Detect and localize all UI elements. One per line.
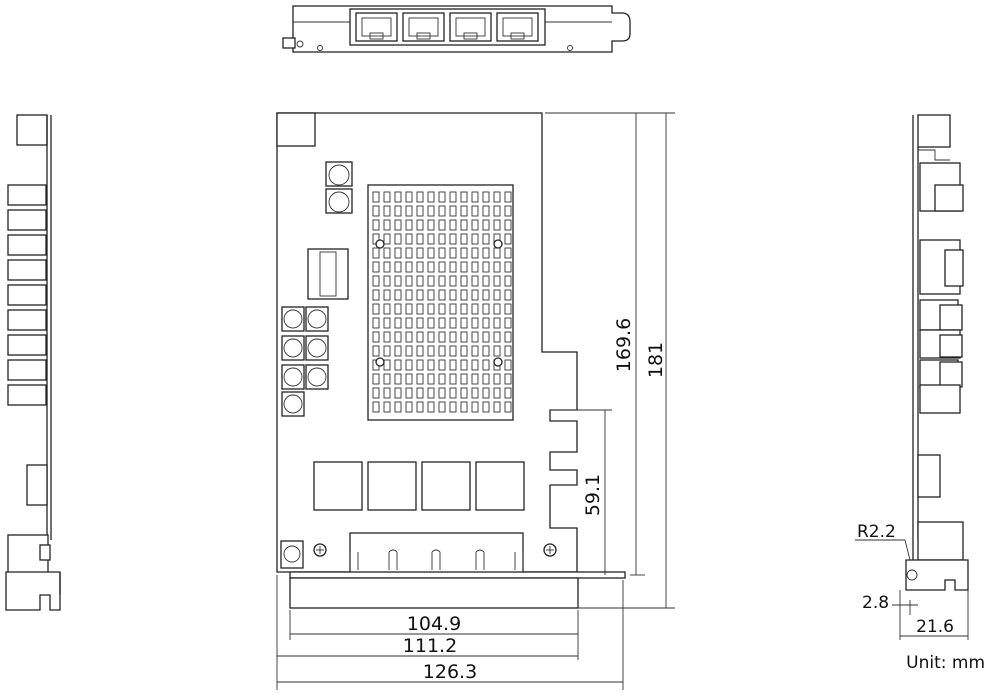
- dim-height-inner: 169.6: [613, 318, 635, 372]
- screw-icon: [313, 543, 327, 557]
- dim-length-b: 111.2: [403, 635, 457, 657]
- dimension-lines: [276, 112, 675, 690]
- dim-length-a: 104.9: [407, 613, 461, 635]
- capacitor-icon: [325, 161, 353, 187]
- dim-length-total: 126.3: [423, 661, 477, 683]
- capacitor-icon: [305, 306, 329, 332]
- rj45-port-icon: [496, 12, 539, 42]
- main-view: [276, 112, 626, 609]
- capacitor-icon: [281, 306, 305, 332]
- rj45-port-icon: [449, 12, 492, 42]
- rj45-port-icon: [355, 12, 398, 42]
- screw-icon: [543, 543, 557, 557]
- dim-bracket-depth: 21.6: [916, 617, 954, 637]
- left-side-view: [5, 114, 61, 611]
- unit-label: Unit: mm: [906, 653, 985, 673]
- capacitor-icon: [305, 335, 329, 361]
- rj45-port-icon: [402, 12, 445, 42]
- heatsink-icon: [367, 184, 514, 421]
- dim-height-full: 181: [645, 342, 667, 378]
- capacitor-icon: [281, 335, 305, 361]
- capacitor-icon: [325, 188, 353, 214]
- capacitor-icon: [305, 364, 329, 390]
- capacitor-icon: [281, 391, 305, 417]
- dim-radius: R2.2: [857, 522, 896, 542]
- dim-connector-height: 59.1: [582, 474, 604, 516]
- dim-offset: 2.8: [862, 593, 889, 613]
- top-view: [282, 5, 631, 53]
- right-side-view: [855, 114, 969, 640]
- capacitor-icon: [281, 364, 305, 390]
